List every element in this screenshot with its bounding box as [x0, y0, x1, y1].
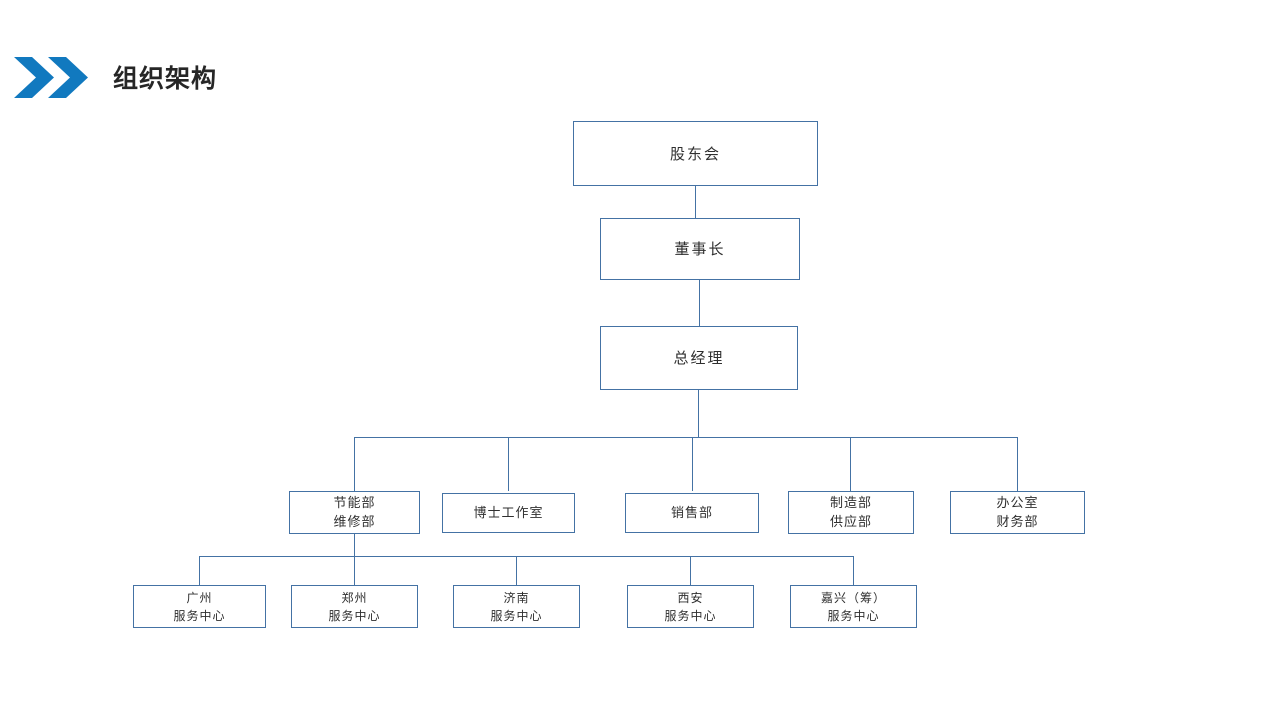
node-dept-office-finance[interactable]: 办公室 财务部	[950, 491, 1085, 534]
node-chairman-label: 董事长	[674, 240, 726, 258]
node-center-xian[interactable]: 西安 服务中心	[627, 585, 754, 628]
node-general-manager-label: 总经理	[673, 349, 725, 367]
node-shareholders[interactable]: 股东会	[573, 121, 818, 186]
node-dept-manufacturing-supply[interactable]: 制造部 供应部	[788, 491, 914, 534]
node-shareholders-label: 股东会	[669, 144, 721, 163]
node-center-xian-label: 西安 服务中心	[664, 590, 717, 623]
node-dept-sales-label: 销售部	[670, 505, 713, 521]
node-center-guangzhou-label: 广州 服务中心	[173, 590, 226, 623]
node-dept-doctor-studio-label: 博士工作室	[473, 505, 544, 521]
node-dept-energy-maintenance[interactable]: 节能部 维修部	[289, 491, 420, 534]
node-dept-office-finance-label: 办公室 财务部	[996, 495, 1039, 530]
node-general-manager[interactable]: 总经理	[600, 326, 798, 390]
page-title: 组织架构	[113, 64, 218, 93]
node-dept-doctor-studio[interactable]: 博士工作室	[442, 493, 575, 533]
node-dept-sales[interactable]: 销售部	[625, 493, 759, 533]
node-dept-manufacturing-supply-label: 制造部 供应部	[829, 495, 872, 530]
node-center-zhengzhou-label: 郑州 服务中心	[328, 590, 381, 623]
node-center-jinan[interactable]: 济南 服务中心	[453, 585, 580, 628]
node-center-guangzhou[interactable]: 广州 服务中心	[133, 585, 266, 628]
slide-header: 组织架构	[0, 0, 1280, 120]
node-chairman[interactable]: 董事长	[600, 218, 800, 280]
node-center-jiaxing-label: 嘉兴（筹） 服务中心	[820, 590, 886, 623]
double-chevron-right-icon	[14, 57, 88, 98]
node-center-jinan-label: 济南 服务中心	[490, 590, 543, 623]
node-center-jiaxing[interactable]: 嘉兴（筹） 服务中心	[790, 585, 917, 628]
node-dept-energy-maintenance-label: 节能部 维修部	[333, 495, 376, 530]
node-center-zhengzhou[interactable]: 郑州 服务中心	[291, 585, 418, 628]
